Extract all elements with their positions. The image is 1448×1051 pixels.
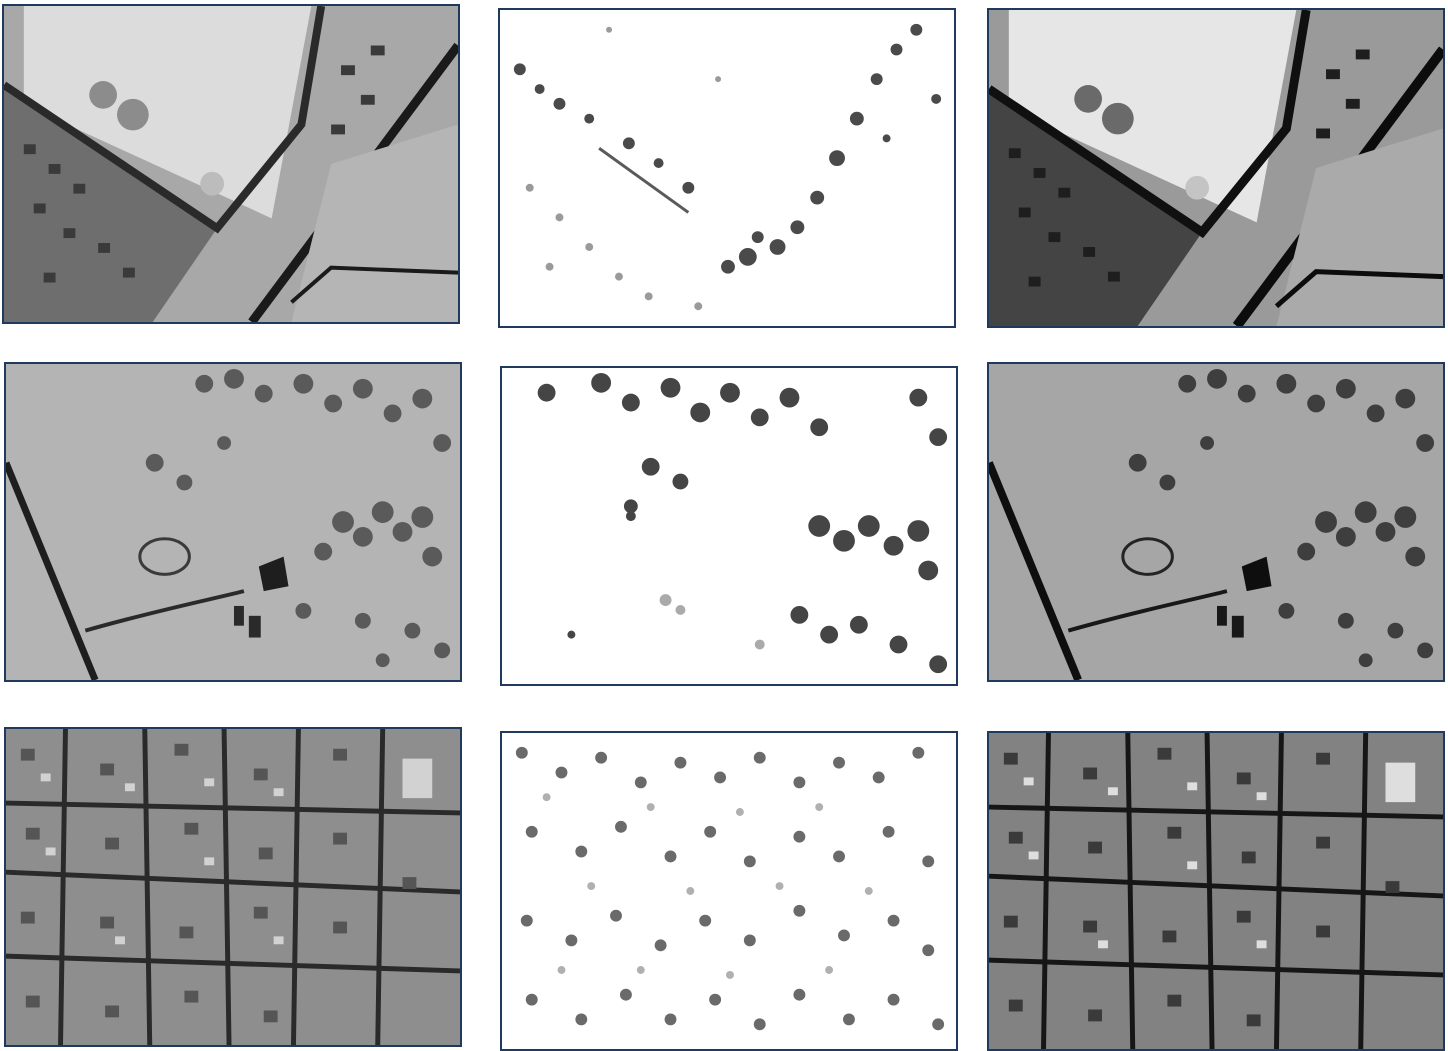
panel-r2-mask (500, 366, 958, 686)
tree-mask-open-land (502, 368, 956, 684)
aerial-image-residential-grid (6, 729, 460, 1045)
panel-r1-mask (498, 8, 956, 328)
panel-r1-original (2, 4, 460, 324)
aerial-image-suburban-park-enhanced (989, 10, 1443, 326)
aerial-image-open-land-enhanced (989, 364, 1443, 680)
aerial-image-open-land (6, 364, 460, 680)
panel-r3-original (4, 727, 462, 1047)
panel-r3-mask (500, 731, 958, 1051)
panel-r2-original (4, 362, 462, 682)
panel-r3-enhanced (987, 731, 1445, 1051)
aerial-image-residential-grid-enhanced (989, 733, 1443, 1049)
tree-mask-residential-grid (502, 733, 956, 1049)
panel-r2-enhanced (987, 362, 1445, 682)
tree-mask-suburban-park (500, 10, 954, 326)
aerial-image-suburban-park (4, 6, 458, 322)
panel-r1-enhanced (987, 8, 1445, 328)
